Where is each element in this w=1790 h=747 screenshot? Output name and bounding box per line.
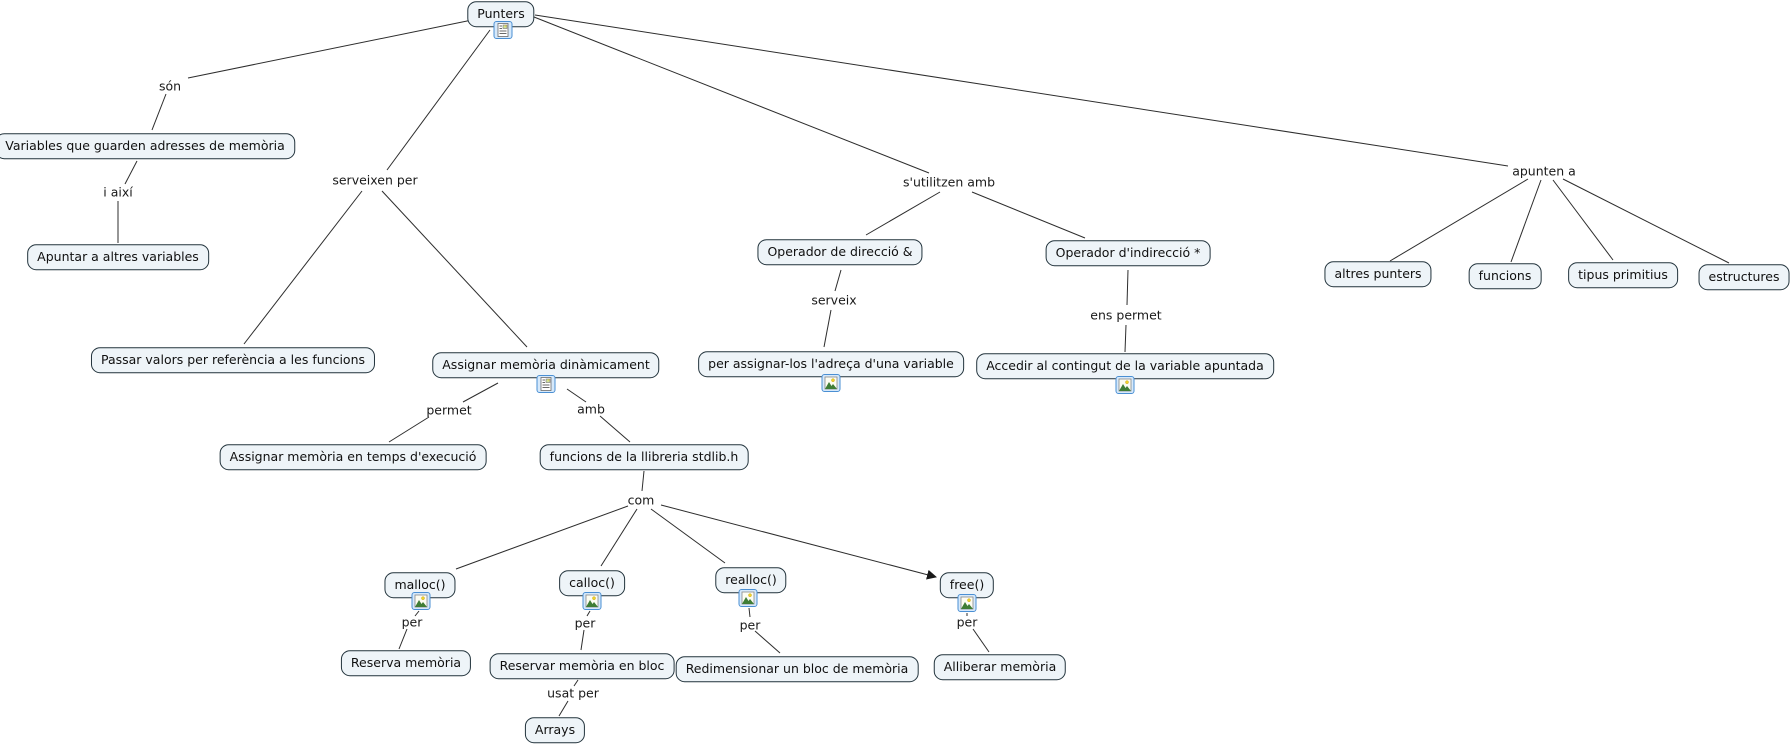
link-apunten-a[interactable]: apunten a — [1512, 163, 1576, 179]
resource-document-icon[interactable] — [493, 21, 513, 39]
link-permet[interactable]: permet — [426, 402, 472, 418]
node-apuntar-variables[interactable]: Apuntar a altres variables — [27, 244, 209, 270]
node-operador-direccio[interactable]: Operador de direcció & — [757, 239, 923, 265]
image-attachment-icon[interactable] — [1115, 376, 1135, 394]
node-arrays[interactable]: Arrays — [524, 717, 586, 743]
link-serveixen-per[interactable]: serveixen per — [332, 172, 418, 188]
link-amb[interactable]: amb — [577, 401, 605, 417]
link-son[interactable]: són — [158, 78, 182, 94]
node-free[interactable]: free() — [939, 572, 995, 598]
node-variables-memoria[interactable]: Variables que guarden adresses de memòri… — [0, 133, 295, 159]
node-funcions[interactable]: funcions — [1468, 263, 1542, 289]
link-s-utilitzen-amb[interactable]: s'utilitzen amb — [902, 174, 996, 190]
image-attachment-icon[interactable] — [582, 592, 602, 610]
link-ens-permet[interactable]: ens permet — [1090, 307, 1162, 323]
node-funcions-stdlib[interactable]: funcions de la llibreria stdlib.h — [539, 444, 749, 470]
link-per-free[interactable]: per — [956, 614, 978, 630]
node-alliberar-memoria[interactable]: Alliberar memòria — [933, 654, 1067, 680]
link-usat-per[interactable]: usat per — [547, 685, 599, 701]
node-assignar-dinamicament[interactable]: Assignar memòria dinàmicament — [432, 352, 660, 378]
node-realloc[interactable]: realloc() — [715, 567, 787, 593]
node-accedir-contingut[interactable]: Accedir al contingut de la variable apun… — [976, 353, 1274, 379]
image-attachment-icon[interactable] — [411, 592, 431, 610]
image-attachment-icon[interactable] — [957, 594, 977, 612]
image-attachment-icon[interactable] — [821, 374, 841, 392]
node-reservar-bloc[interactable]: Reservar memòria en bloc — [489, 653, 675, 679]
link-per-realloc[interactable]: per — [739, 617, 761, 633]
image-attachment-icon[interactable] — [738, 589, 758, 607]
node-per-assignar-adreca[interactable]: per assignar-los l'adreça d'una variable — [698, 351, 964, 377]
node-reserva-memoria[interactable]: Reserva memòria — [340, 650, 472, 676]
link-com[interactable]: com — [627, 492, 655, 508]
node-assignar-temps-execucio[interactable]: Assignar memòria en temps d'execució — [219, 444, 487, 470]
node-tipus-primitius[interactable]: tipus primitius — [1568, 262, 1678, 288]
link-i-aixi[interactable]: i així — [103, 184, 133, 200]
node-altres-punters[interactable]: altres punters — [1324, 261, 1432, 287]
link-per-malloc[interactable]: per — [401, 614, 423, 630]
node-estructures[interactable]: estructures — [1698, 264, 1790, 290]
node-redimensionar-bloc[interactable]: Redimensionar un bloc de memòria — [675, 656, 919, 682]
link-per-calloc[interactable]: per — [574, 615, 596, 631]
resource-document-icon[interactable] — [536, 375, 556, 393]
node-operador-indireccio[interactable]: Operador d'indirecció * — [1045, 240, 1211, 266]
node-passar-valors[interactable]: Passar valors per referència a les funci… — [90, 347, 376, 373]
link-serveix[interactable]: serveix — [811, 292, 857, 308]
